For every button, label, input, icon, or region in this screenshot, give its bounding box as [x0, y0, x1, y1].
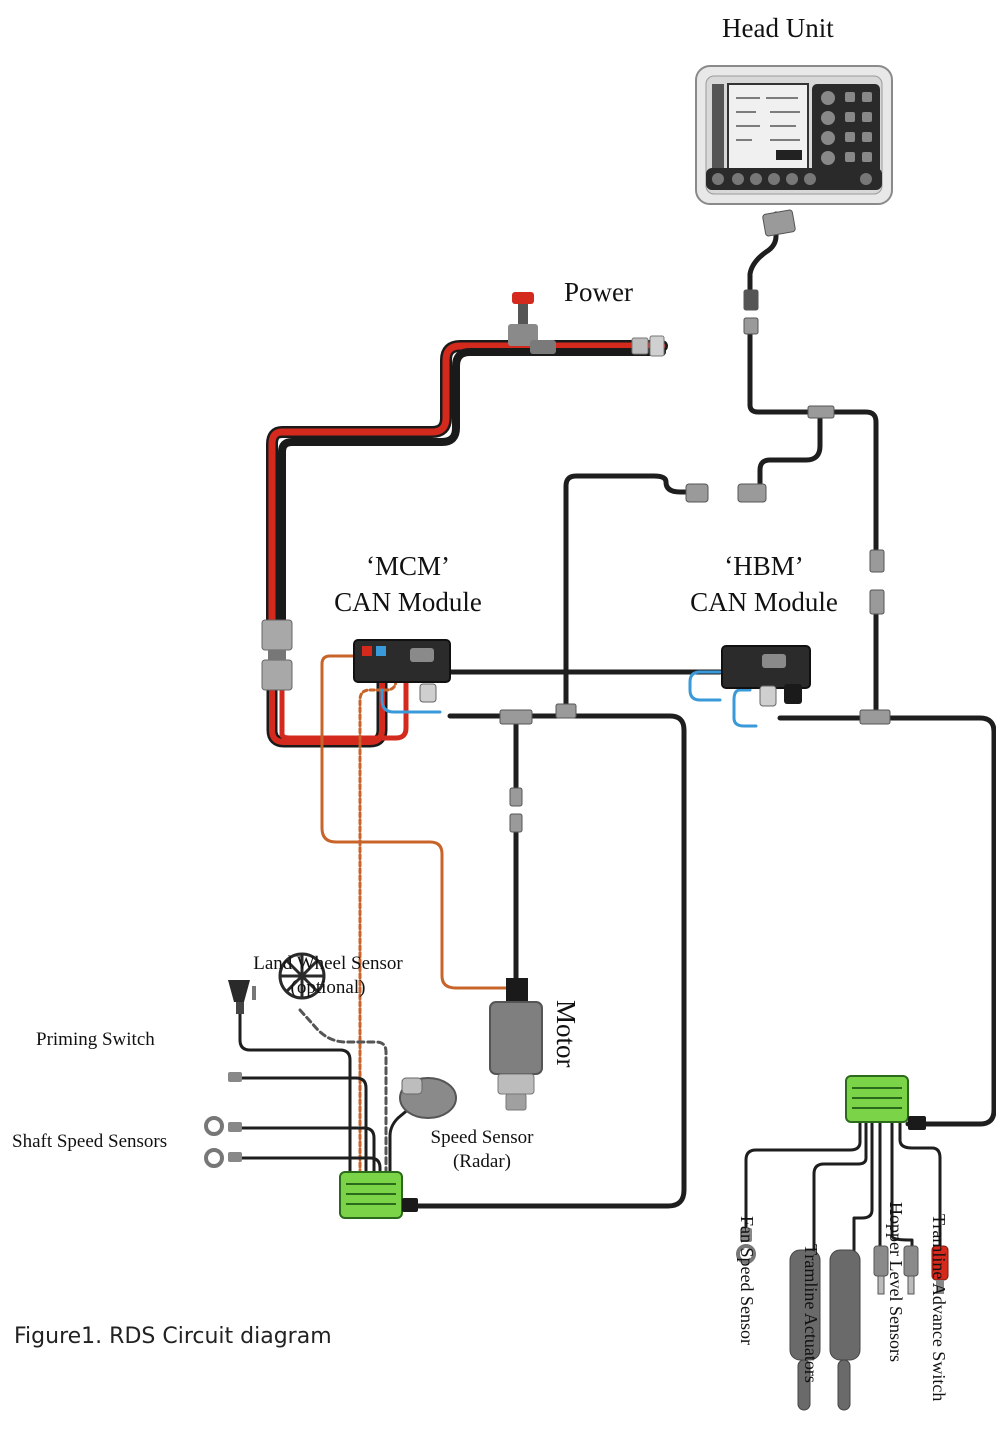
power-switch-icon	[508, 292, 556, 354]
fan-speed-sensor-label: Fan Speed Sensor	[737, 1216, 757, 1345]
battery-terminal-icon	[631, 335, 665, 357]
land-wheel-label: Land Wheel Sensor	[253, 953, 403, 974]
speed-sensor-label: Speed Sensor	[430, 1127, 534, 1148]
power-label: Power	[564, 277, 633, 307]
left-sensor-module	[339, 1171, 418, 1219]
head-unit-label: Head Unit	[722, 13, 834, 43]
tramline-advance-switch-icon	[931, 1245, 949, 1294]
hbm-can-module	[721, 645, 811, 707]
right-sensor-module	[845, 1075, 926, 1130]
mcm-name-label: ‘MCM’	[365, 551, 450, 581]
mcm-sub-label: CAN Module	[334, 587, 482, 617]
priming-plug-icon	[228, 1072, 242, 1162]
sensor-wiring-right	[744, 1116, 942, 1252]
sensor-wiring-left	[234, 1008, 412, 1174]
motor-icon	[489, 978, 543, 1111]
tramline-actuator-icon	[789, 1249, 861, 1411]
land-wheel-sensor-icon	[278, 952, 326, 1000]
can-connector	[499, 209, 891, 833]
priming-switch-label: Priming Switch	[36, 1029, 155, 1050]
hbm-sub-label: CAN Module	[690, 587, 838, 617]
hbm-name-label: ‘HBM’	[724, 551, 804, 581]
figure-caption: Figure1. RDS Circuit diagram	[14, 1324, 332, 1349]
land-wheel-optional-label: (optional)	[290, 977, 366, 998]
speed-sensor-radar-label: (Radar)	[452, 1151, 512, 1172]
motor-label: Motor	[551, 1000, 581, 1068]
power-plug-icon	[261, 619, 293, 691]
tramline-actuators-label: Tramline Actuators	[801, 1244, 821, 1383]
shaft-speed-sensors-label: Shaft Speed Sensors	[12, 1131, 168, 1152]
mcm-can-module	[353, 639, 451, 703]
signal-cable	[320, 654, 758, 1172]
head-unit-device	[695, 65, 893, 205]
power-cable	[266, 340, 668, 748]
priming-switch-icon	[228, 980, 256, 1014]
shaft-speed-sensor-icon	[204, 1116, 224, 1168]
hopper-level-sensors-label: Hopper Level Sensors	[886, 1202, 906, 1362]
radar-speed-sensor-icon	[399, 1077, 457, 1119]
hopper-level-sensor-icon	[873, 1245, 919, 1295]
tramline-advance-switch-label: Tramline Advance Switch	[929, 1214, 949, 1402]
fan-speed-sensor-icon	[736, 1228, 756, 1264]
